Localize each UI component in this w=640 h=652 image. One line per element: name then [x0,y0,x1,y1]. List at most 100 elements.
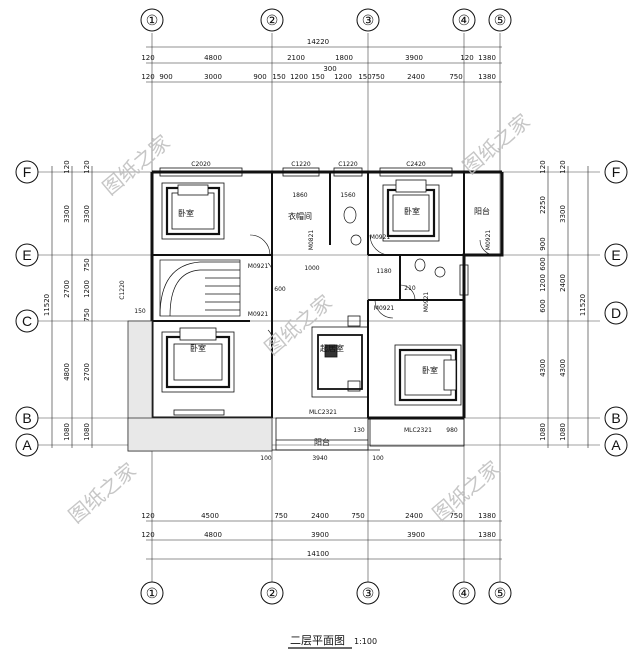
inner-dim-j: 130 [353,427,365,434]
drawing-scale: 1:100 [354,637,377,646]
code-mlc1: MLC2321 [309,409,337,416]
dim-bot-r1-3: 2400 [311,512,329,520]
axis-label-right-e: E [611,247,620,263]
axis-label-top-3: ③ [362,12,375,28]
code-w5: C1220 [119,280,126,300]
axis-label-right-b: B [611,410,620,426]
dim-bot-r1-5: 2400 [405,512,423,520]
dim-bot-r2-4: 1380 [478,531,496,539]
dim-right-i6: 4300 [539,359,547,377]
bed-furniture-2 [382,179,440,242]
dim-top-r2-2: 3000 [204,73,222,81]
door-swings [249,234,496,345]
room-label-bed1: 卧室 [178,208,194,218]
dim-bot-r1-6: 750 [449,512,462,520]
inner-dim-a: 1860 [292,192,307,199]
code-d1: M0921 [248,263,269,270]
dim-right-i7: 1080 [539,423,547,441]
dim-left-i1: 3300 [83,205,91,223]
dim-top-r1-2: 2100 [287,54,305,62]
right-dimension-texts: 120 2250 900 600 1200 600 4300 1080 120 … [539,160,587,441]
inner-dim-g: 3940 [312,455,327,462]
axis-label-bottom-2: ② [266,585,279,601]
dim-top-r1-0: 120 [141,54,154,62]
dim-top-r2-7: 1200 [334,73,352,81]
side-dimension-lines [51,166,589,448]
axis-bubbles-bottom: ① ② ③ ④ ⑤ [140,581,512,605]
dim-right-i3: 600 [539,257,547,270]
dim-top-small: 300 [323,65,336,73]
staircase [159,259,241,317]
axis-label-right-a: A [611,437,621,453]
watermark-2: 图纸之家 [458,109,535,179]
dim-bot-total: 14100 [307,550,329,558]
dim-top-r2-11: 750 [449,73,462,81]
inner-dim-d: 1180 [376,268,391,275]
code-w1: C2020 [191,161,211,168]
top-dimension-texts: 14220 120 4800 2100 1800 3900 120 1380 3… [141,38,496,81]
dim-left-i2: 750 [83,258,91,271]
dim-bot-r1-2: 750 [274,512,287,520]
dim-left-i6: 1080 [83,423,91,441]
living-room-sofa [311,315,369,398]
code-d3: M0921 [370,234,391,241]
axis-bubbles-left: F E C B A [15,160,39,457]
bathroom-fixtures [343,206,446,278]
room-label-balcony2: 阳台 [314,437,330,447]
dim-bot-r1-4: 750 [351,512,364,520]
room-label-bed2: 卧室 [404,206,420,216]
axis-label-left-f: F [23,164,32,180]
dim-top-r2-9: 750 [371,73,384,81]
axis-label-right-d: D [611,305,621,321]
dim-top-r1-3: 1800 [335,54,353,62]
dim-left-o2: 2700 [63,280,71,298]
bed-furniture-1 [161,182,225,240]
dim-top-r1-4: 3900 [405,54,423,62]
bed-furniture-3 [161,327,235,416]
axis-label-top-5: ⑤ [494,12,507,28]
window-frames [159,167,469,296]
balcony-left-hatch [127,320,273,452]
drawing-title: 二层平面图 [290,634,345,647]
dim-top-r2-6: 150 [311,73,324,81]
dim-left-o4: 1080 [63,423,71,441]
inner-dim-c: 1000 [304,265,319,272]
dim-bot-r2-0: 120 [141,531,154,539]
dim-right-total: 11520 [579,294,587,316]
dim-right-i2: 900 [539,237,547,250]
bottom-dimension-texts: 120 4500 750 2400 750 2400 750 1380 120 … [141,512,496,558]
dim-left-i3: 1200 [83,280,91,298]
dim-right-o4: 1080 [559,423,567,441]
code-d6: M0821 [308,230,315,251]
dim-top-r2-3: 900 [253,73,266,81]
dim-right-o3: 4300 [559,359,567,377]
dim-left-i4: 750 [83,308,91,321]
dim-bot-r1-1: 4500 [201,512,219,520]
dim-right-o1: 3300 [559,205,567,223]
room-label-bed3: 卧室 [190,343,206,353]
dim-top-r1-6: 1380 [478,54,496,62]
dim-top-r2-5: 1200 [290,73,308,81]
dim-bot-r2-2: 3900 [311,531,329,539]
interior-walls [152,172,465,418]
bed-furniture-4 [394,344,462,406]
code-w4: C2420 [406,161,426,168]
dim-right-o0: 120 [559,160,567,173]
axis-label-bottom-3: ③ [362,585,375,601]
watermark-1: 图纸之家 [98,130,175,200]
axis-bubbles-right: F E D B A [604,160,628,457]
dim-top-r2-8: 150 [358,73,371,81]
left-dimension-texts: 11520 120 3300 2700 4800 1080 120 3300 7… [43,160,91,441]
axis-label-top-1: ① [146,12,159,28]
code-d7: M0921 [423,292,430,313]
axis-label-bottom-1: ① [146,585,159,601]
axis-label-left-c: C [22,313,32,329]
dim-top-r1-5: 120 [460,54,473,62]
balcony-bottom [272,417,465,451]
dim-right-i4: 1200 [539,274,547,292]
code-w3: C1220 [338,161,358,168]
axis-label-left-e: E [22,247,31,263]
dim-left-o3: 4800 [63,363,71,381]
dim-right-o2: 2400 [559,274,567,292]
bottom-dimension-lines [146,520,502,560]
